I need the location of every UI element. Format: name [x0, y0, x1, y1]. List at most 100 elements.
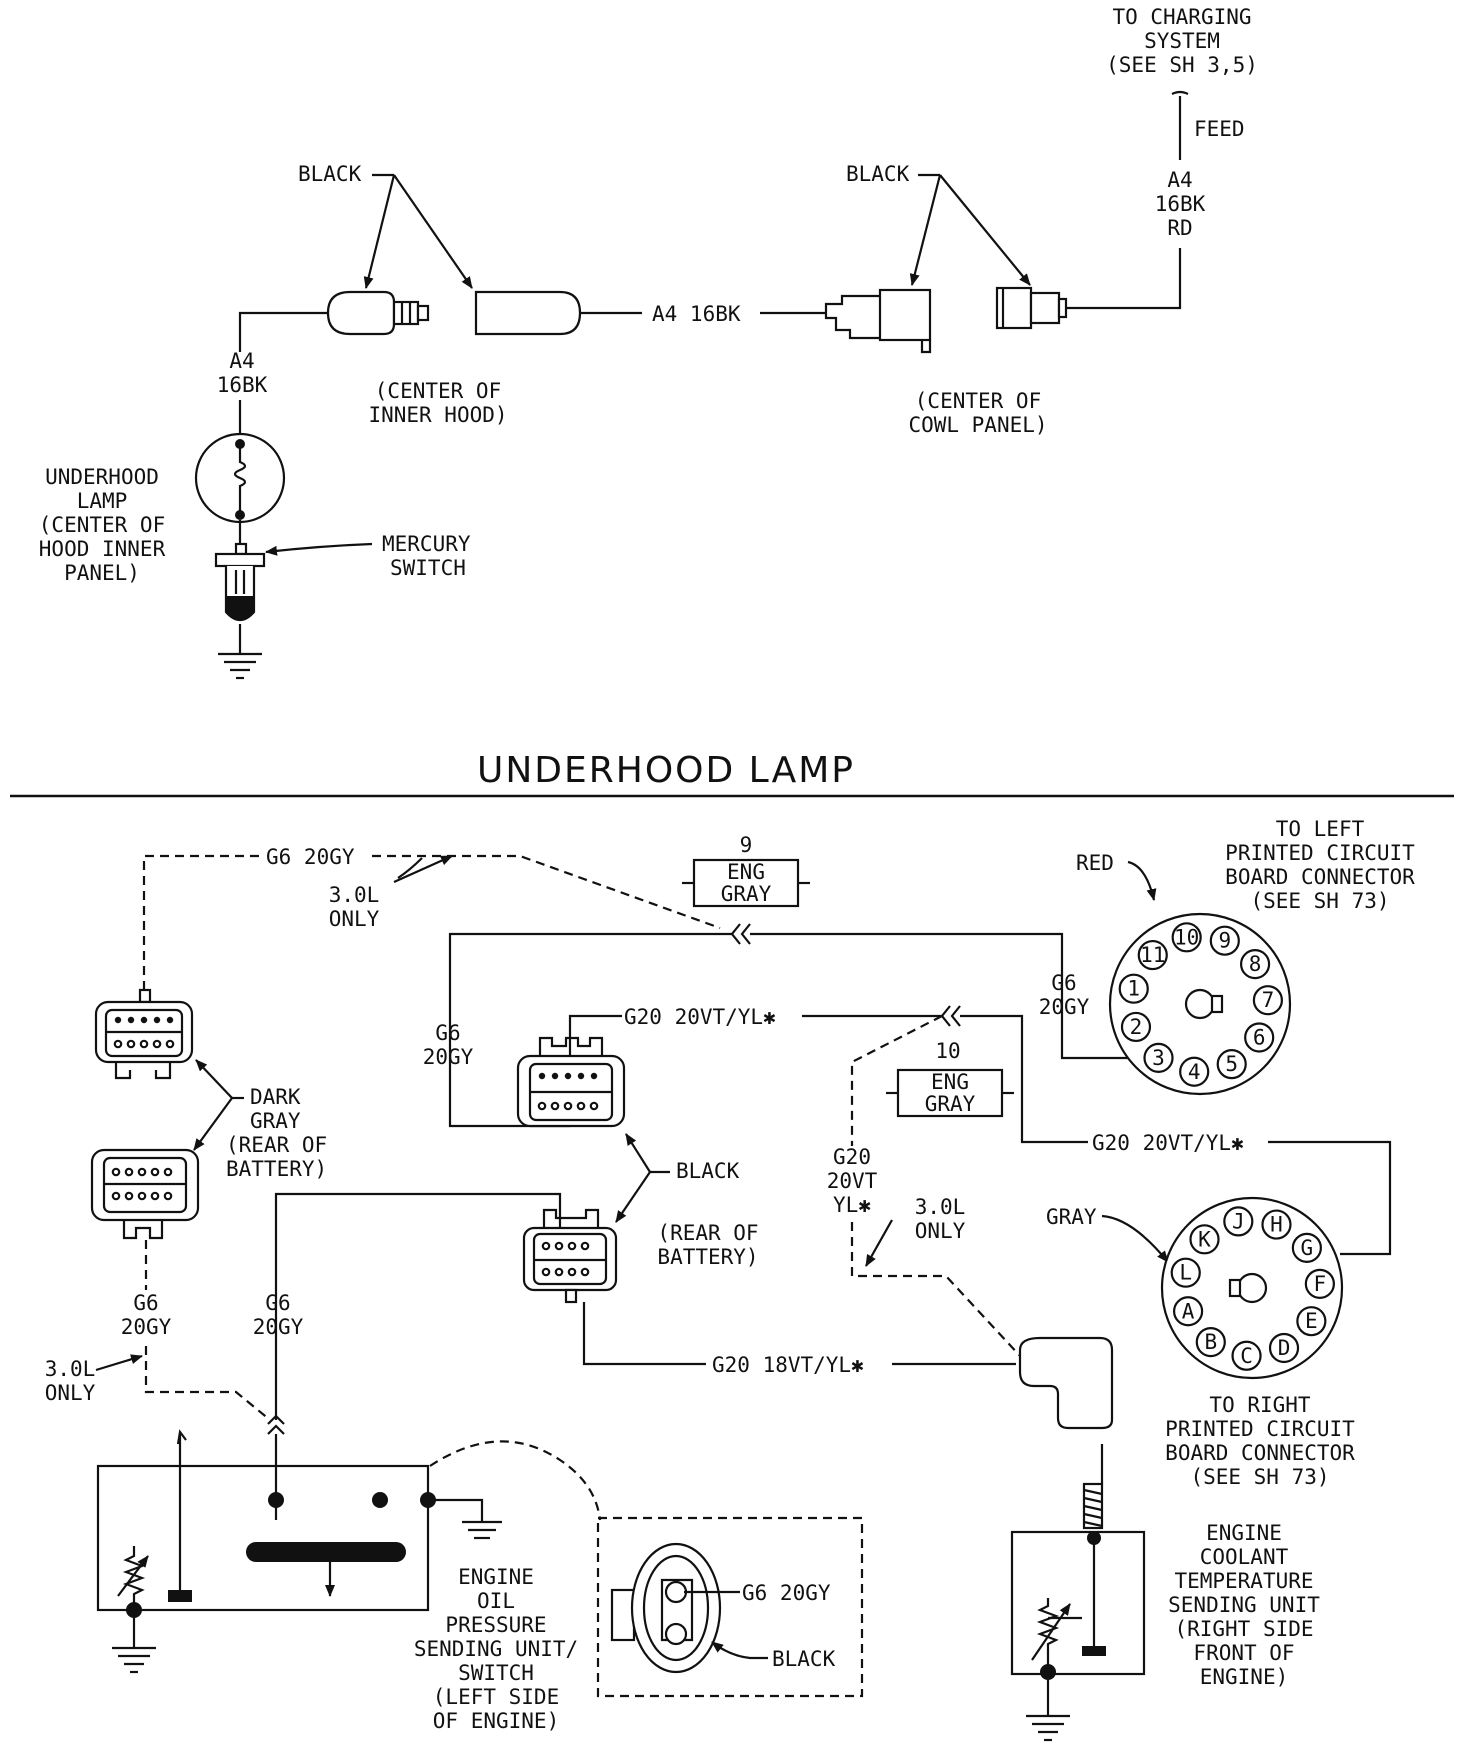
- svg-text:(CENTER OF: (CENTER OF: [39, 513, 165, 537]
- svg-text:GRAY: GRAY: [925, 1092, 976, 1116]
- svg-text:B: B: [1204, 1330, 1217, 1354]
- wire-g6-loop: [448, 932, 732, 1128]
- svg-text:8: 8: [1249, 952, 1262, 976]
- svg-text:G: G: [1301, 1236, 1314, 1260]
- right-pcb-pin-c: C: [1231, 1340, 1262, 1371]
- only-3-0l-label-a: 3.0L ONLY: [329, 883, 380, 931]
- pin-dot: [567, 1267, 577, 1277]
- svg-text:(REAR OF: (REAR OF: [657, 1221, 758, 1245]
- g6-lower-label-a: G6 20GY: [121, 1291, 172, 1339]
- svg-text:ENG: ENG: [727, 860, 765, 884]
- svg-text:16BK: 16BK: [217, 373, 268, 397]
- left-pcb-pin-11: 11: [1137, 939, 1168, 971]
- svg-text:BOARD CONNECTOR: BOARD CONNECTOR: [1225, 865, 1415, 889]
- wire-junction-symbol: [730, 923, 751, 945]
- pin-dot: [564, 1072, 572, 1080]
- feed-label: FEED: [1194, 117, 1245, 141]
- feed-wire-label: A4 16BK RD: [1155, 168, 1206, 240]
- page-title: UNDERHOOD LAMP: [477, 750, 855, 791]
- g6-right-label: G6 20GY: [1039, 971, 1090, 1019]
- g6-inset-label: G6 20GY: [742, 1581, 831, 1605]
- oil-pressure-sending-unit: [96, 1429, 436, 1618]
- svg-text:20GY: 20GY: [121, 1315, 172, 1339]
- svg-text:INNER HOOD): INNER HOOD): [368, 403, 507, 427]
- pin-dot: [166, 1016, 174, 1024]
- cowl-connector-male: [824, 288, 932, 354]
- svg-text:PRINTED CIRCUIT: PRINTED CIRCUIT: [1225, 841, 1415, 865]
- svg-text:G6: G6: [265, 1291, 290, 1315]
- svg-text:COWL PANEL): COWL PANEL): [908, 413, 1047, 437]
- svg-text:(SEE SH 3,5): (SEE SH 3,5): [1106, 53, 1258, 77]
- charging-system-label: TO CHARGING SYSTEM (SEE SH 3,5): [1106, 5, 1258, 77]
- svg-text:MERCURY: MERCURY: [382, 532, 471, 556]
- pin-dot: [580, 1241, 590, 1251]
- pin-dot: [541, 1241, 551, 1251]
- pin-dot: [538, 1072, 546, 1080]
- svg-text:UNDERHOOD: UNDERHOOD: [45, 465, 159, 489]
- g20-vertical-label: G20 20VT YL✱: [827, 1145, 878, 1217]
- pin-dot: [551, 1072, 559, 1080]
- coolant-connector: [1018, 1336, 1114, 1430]
- left-pcb-pin-1: 1: [1118, 973, 1149, 1004]
- svg-text:(CENTER OF: (CENTER OF: [375, 379, 501, 403]
- svg-text:GRAY: GRAY: [250, 1109, 301, 1133]
- svg-text:20GY: 20GY: [253, 1315, 304, 1339]
- pin-dot: [137, 1167, 147, 1177]
- svg-text:ONLY: ONLY: [915, 1219, 966, 1243]
- wire-to-lamp: [238, 311, 328, 352]
- svg-text:H: H: [1270, 1213, 1283, 1237]
- right-pcb-pin-a: A: [1173, 1296, 1204, 1327]
- svg-text:20GY: 20GY: [423, 1045, 474, 1069]
- svg-text:5: 5: [1225, 1052, 1238, 1076]
- g6-mid-label: G6 20GY: [423, 1021, 474, 1069]
- coolant-temperature-sending-unit: [1010, 1530, 1146, 1680]
- g20-18-label: G20 18VT/YL✱: [712, 1353, 864, 1377]
- svg-text:OF ENGINE): OF ENGINE): [433, 1709, 559, 1733]
- cowl-connector-female: [995, 286, 1068, 330]
- svg-text:D: D: [1278, 1336, 1291, 1360]
- svg-text:9: 9: [1218, 929, 1231, 953]
- pin-dot: [150, 1167, 160, 1177]
- svg-text:3: 3: [1152, 1046, 1165, 1070]
- svg-text:K: K: [1198, 1227, 1211, 1251]
- svg-text:COOLANT: COOLANT: [1200, 1545, 1289, 1569]
- svg-text:SENDING UNIT/: SENDING UNIT/: [414, 1637, 578, 1661]
- g20-top-label: G20 20VT/YL✱: [624, 1005, 776, 1029]
- svg-text:HOOD INNER: HOOD INNER: [39, 537, 166, 561]
- wire-break-symbol: [1171, 90, 1189, 95]
- pin-dot: [563, 1101, 573, 1111]
- eng-gray-9-number: 9: [740, 833, 753, 857]
- svg-text:F: F: [1314, 1272, 1327, 1296]
- pin-dot: [165, 1039, 175, 1049]
- feed-wire-lower: [1064, 248, 1182, 310]
- svg-text:2: 2: [1130, 1015, 1143, 1039]
- mercury-switch-label: MERCURY SWITCH: [382, 532, 471, 580]
- svg-text:A4: A4: [1167, 168, 1192, 192]
- svg-text:(SEE SH 73): (SEE SH 73): [1190, 1465, 1329, 1489]
- left-pcb-pin-5: 5: [1216, 1049, 1247, 1080]
- wire-a4-lamp-label: A4 16BK: [217, 349, 268, 397]
- hood-connector-female: [474, 290, 582, 336]
- red-label: RED: [1076, 851, 1114, 875]
- svg-text:TO LEFT: TO LEFT: [1276, 817, 1365, 841]
- only-3-0l-label-b: 3.0L ONLY: [915, 1195, 966, 1243]
- right-pcb-pin-f: F: [1304, 1268, 1335, 1299]
- svg-text:SENDING UNIT: SENDING UNIT: [1168, 1593, 1320, 1617]
- right-pcb-pin-j: J: [1223, 1206, 1254, 1237]
- g20-right-label: G20 20VT/YL✱: [1092, 1131, 1244, 1155]
- oil-inset-connector: [610, 1542, 722, 1674]
- svg-text:G20: G20: [833, 1145, 871, 1169]
- svg-text:(RIGHT SIDE: (RIGHT SIDE: [1174, 1617, 1313, 1641]
- svg-text:1: 1: [1127, 977, 1140, 1001]
- pin-dot: [127, 1016, 135, 1024]
- pin-dot: [541, 1267, 551, 1277]
- svg-text:LAMP: LAMP: [77, 489, 128, 513]
- svg-text:G6: G6: [133, 1291, 158, 1315]
- svg-text:PRINTED CIRCUIT: PRINTED CIRCUIT: [1165, 1417, 1355, 1441]
- dark-gray-connector-upper-pins: [113, 1016, 175, 1049]
- pin-dot: [537, 1101, 547, 1111]
- left-pcb-label: TO LEFT PRINTED CIRCUIT BOARD CONNECTOR …: [1225, 817, 1415, 913]
- pin-dot: [576, 1101, 586, 1111]
- svg-text:3.0L: 3.0L: [45, 1357, 96, 1381]
